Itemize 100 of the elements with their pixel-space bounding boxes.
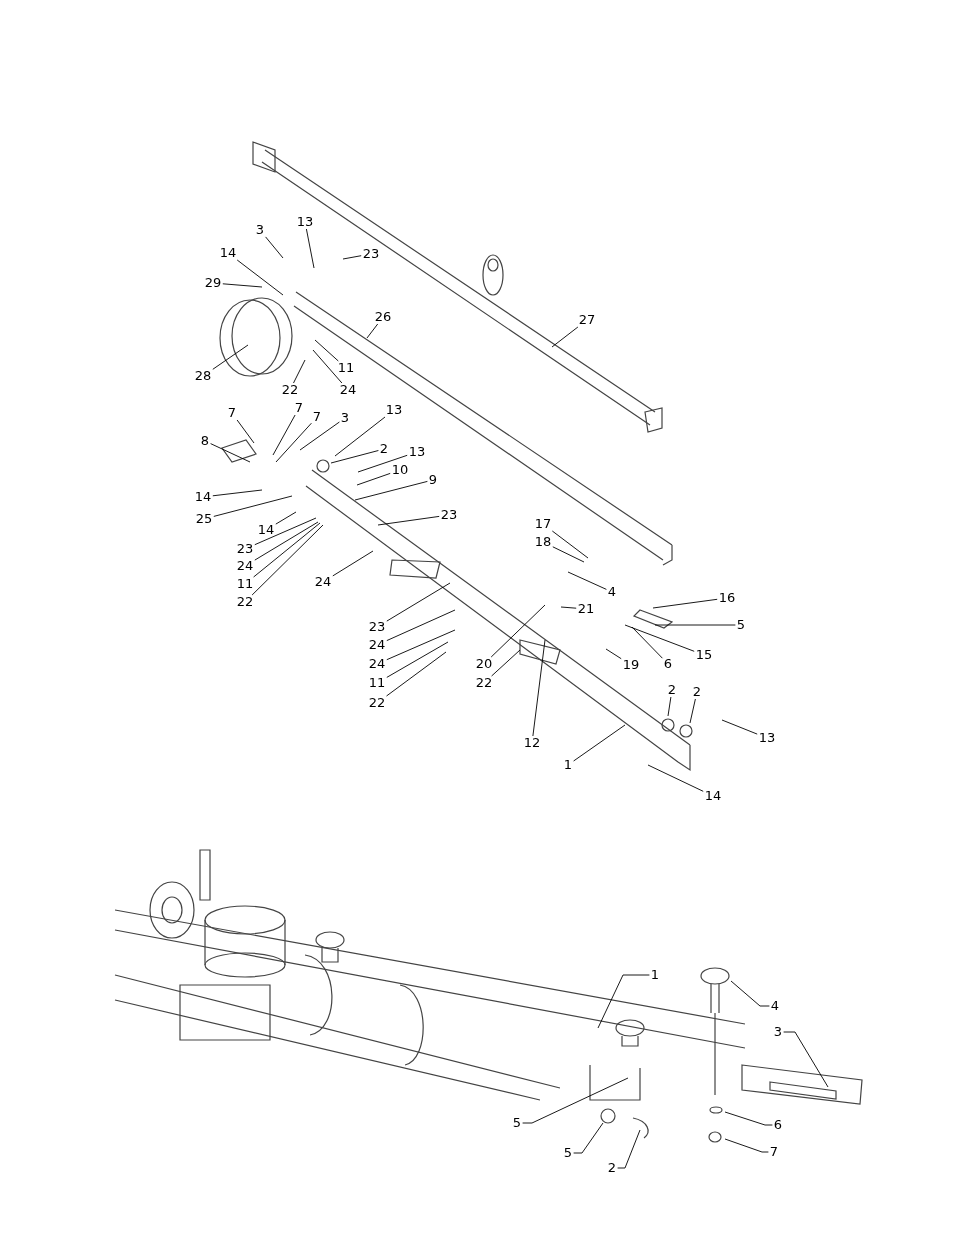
leader-line — [617, 1129, 641, 1169]
leader-line — [334, 416, 386, 457]
callout-number: 28 — [194, 369, 212, 383]
leader-line — [624, 624, 695, 652]
callout-number: 3 — [255, 223, 265, 237]
callout-number: 14 — [257, 523, 275, 537]
leader-line — [532, 639, 546, 737]
leader-line — [573, 1122, 604, 1154]
leader-line — [724, 1138, 769, 1153]
callout-number: 5 — [512, 1116, 522, 1130]
callout-number: 2 — [692, 685, 702, 699]
leader-line — [491, 649, 521, 677]
callout-number: 18 — [534, 535, 552, 549]
leader-line — [312, 349, 343, 384]
callout-number: 1 — [563, 758, 573, 772]
leader-line — [386, 641, 449, 678]
callout-number: 13 — [408, 445, 426, 459]
leader-line — [689, 698, 696, 724]
callout-number: 7 — [227, 406, 237, 420]
leader-line — [552, 546, 585, 563]
leader-line — [386, 651, 447, 697]
callout-number: 23 — [440, 508, 458, 522]
callout-number: 22 — [475, 676, 493, 690]
callout-number: 14 — [194, 490, 212, 504]
callout-number: 23 — [236, 542, 254, 556]
callout-number: 10 — [391, 463, 409, 477]
leader-line — [386, 582, 451, 622]
leader-line — [356, 472, 391, 486]
callout-number: 11 — [236, 577, 254, 591]
leader-line — [330, 450, 379, 464]
callout-number: 6 — [773, 1118, 783, 1132]
callout-number: 1 — [650, 968, 660, 982]
callout-number: 7 — [312, 410, 322, 424]
callout-number: 3 — [340, 411, 350, 425]
leader-line — [314, 339, 339, 362]
leader-line — [212, 489, 263, 497]
leader-line — [342, 255, 362, 260]
callout-number: 22 — [236, 595, 254, 609]
callout-number: 5 — [563, 1146, 573, 1160]
callout-number: 21 — [577, 602, 595, 616]
leader-line — [730, 980, 770, 1007]
leader-line — [222, 283, 263, 288]
callout-number: 24 — [339, 383, 357, 397]
leader-line — [254, 517, 317, 546]
leader-line — [377, 515, 440, 526]
leader-line — [236, 419, 255, 444]
callout-number: 24 — [314, 575, 332, 589]
leader-line — [631, 626, 663, 659]
callout-number: 2 — [379, 442, 389, 456]
leader-line — [724, 1111, 773, 1126]
callout-number: 22 — [368, 696, 386, 710]
leader-line — [654, 624, 736, 626]
leader-line — [605, 648, 622, 660]
leader-line — [551, 326, 579, 348]
callout-number: 29 — [204, 276, 222, 290]
leader-line — [305, 228, 315, 269]
leader-line — [299, 421, 340, 451]
leader-line — [490, 604, 546, 658]
leader-line — [386, 629, 456, 661]
leader-line — [783, 1031, 829, 1088]
callout-number: 5 — [736, 618, 746, 632]
callout-number: 20 — [475, 657, 493, 671]
leader-line — [251, 524, 324, 596]
callout-number: 16 — [718, 591, 736, 605]
callout-number: 2 — [667, 683, 677, 697]
callout-number: 12 — [523, 736, 541, 750]
callout-number: 11 — [368, 676, 386, 690]
callout-number: 3 — [773, 1025, 783, 1039]
leader-line — [551, 530, 589, 559]
leader-line — [254, 521, 319, 561]
leader-line — [721, 719, 758, 735]
callout-number: 27 — [578, 313, 596, 327]
leader-line — [236, 259, 284, 296]
leader-line — [597, 974, 650, 1029]
leader-line — [253, 522, 321, 578]
leader-line — [332, 550, 374, 577]
callout-number: 4 — [607, 585, 617, 599]
leader-line — [652, 598, 718, 609]
callout-number: 24 — [368, 638, 386, 652]
leader-line — [213, 495, 293, 517]
callout-number: 14 — [219, 246, 237, 260]
leader-line — [560, 606, 577, 609]
leader-line — [386, 609, 456, 642]
callout-number: 15 — [695, 648, 713, 662]
callout-number: 7 — [294, 401, 304, 415]
leader-line — [272, 414, 296, 456]
callout-number: 13 — [385, 403, 403, 417]
leader-line — [293, 359, 306, 384]
callout-number: 13 — [296, 215, 314, 229]
leader-line — [567, 571, 607, 590]
leader-line — [275, 422, 312, 463]
leader-line — [275, 511, 297, 525]
leader-line — [265, 236, 284, 259]
callout-number: 25 — [195, 512, 213, 526]
callout-number: 22 — [281, 383, 299, 397]
callout-number: 23 — [362, 247, 380, 261]
callout-number: 17 — [534, 517, 552, 531]
callout-number: 7 — [769, 1145, 779, 1159]
callout-number: 26 — [374, 310, 392, 324]
callout-number: 14 — [704, 789, 722, 803]
